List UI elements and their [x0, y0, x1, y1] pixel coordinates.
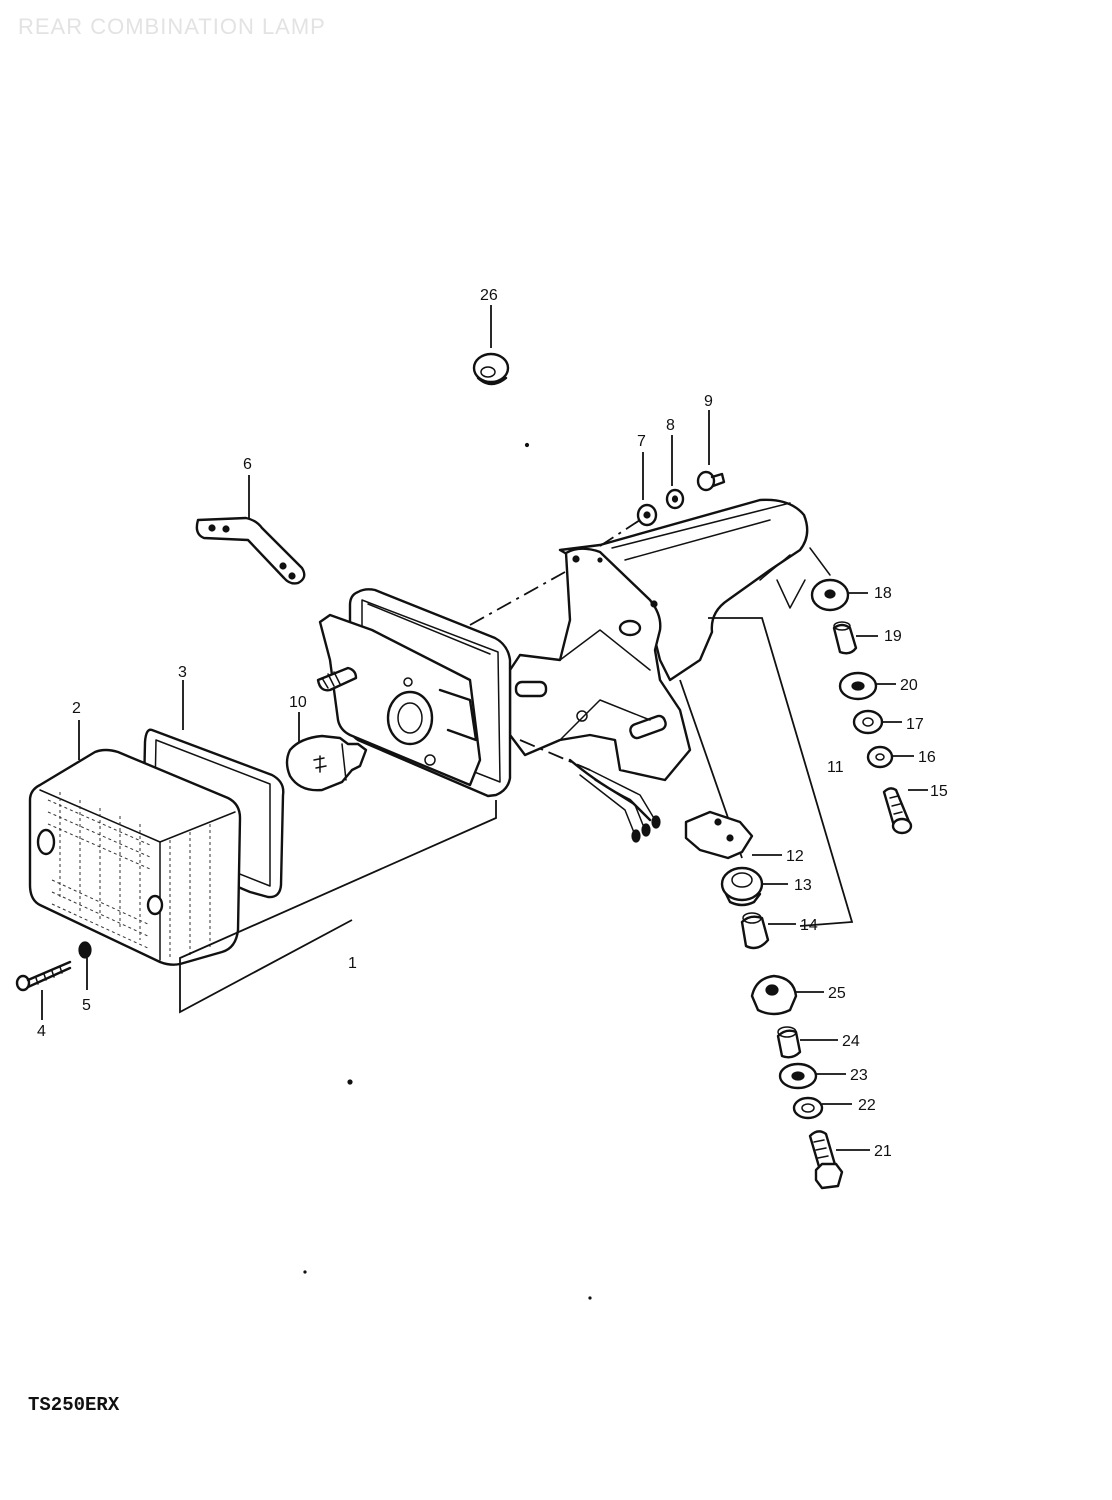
callout-18: 18	[874, 585, 892, 602]
callout-1: 1	[348, 955, 357, 972]
callout-7: 7	[637, 433, 646, 450]
callout-16: 16	[918, 749, 936, 766]
part-16-lock-washer	[866, 745, 914, 769]
scan-speck	[303, 1270, 307, 1274]
scan-speck	[524, 442, 530, 448]
callout-19: 19	[884, 628, 902, 645]
callout-13: 13	[794, 877, 812, 894]
part-24-collar	[776, 1026, 838, 1059]
callout-22: 22	[858, 1097, 876, 1114]
diagram-title: REAR COMBINATION LAMP	[18, 14, 326, 39]
callout-10: 10	[289, 694, 307, 711]
callout-25: 25	[828, 985, 846, 1002]
part-2-lens	[28, 720, 242, 966]
callout-5: 5	[82, 997, 91, 1014]
part-11-fender-bracket	[469, 498, 854, 927]
callout-12: 12	[786, 848, 804, 865]
model-code: TS250ERX	[28, 1394, 120, 1416]
callout-14: 14	[800, 917, 818, 934]
callout-24: 24	[842, 1033, 860, 1050]
part-13-grommet	[720, 866, 788, 907]
callout-2: 2	[72, 700, 81, 717]
part-15-bolt	[882, 787, 928, 835]
part-17-washer	[852, 709, 902, 735]
part-1-assembly-bracket	[179, 800, 497, 1014]
callout-20: 20	[900, 677, 918, 694]
part-9-screw	[696, 410, 726, 492]
part-21-bolt	[808, 1130, 870, 1190]
part-22-lock-washer	[792, 1096, 852, 1120]
callout-17: 17	[906, 716, 924, 733]
part-25-nut	[750, 974, 824, 1016]
callout-3: 3	[178, 664, 187, 681]
part-5-washer	[78, 941, 92, 990]
part-19-collar	[832, 621, 878, 655]
scan-speck	[347, 1079, 353, 1085]
callout-labels: 26 6 7 8 9 18 19 20 17 16 15 11 12 13 14…	[37, 287, 948, 1160]
callout-11: 11	[827, 759, 844, 776]
part-18-nut	[810, 578, 868, 612]
part-8-lock-washer	[665, 435, 685, 510]
part-4-screw	[15, 960, 72, 1020]
part-10-bulb	[285, 712, 368, 792]
part-14-collar	[740, 912, 796, 950]
part-23-washer	[778, 1062, 846, 1090]
callout-23: 23	[850, 1067, 868, 1084]
callout-8: 8	[666, 417, 675, 434]
part-6-bracket	[195, 475, 306, 585]
part-12-connector	[684, 810, 782, 860]
lamp-housing	[316, 588, 512, 798]
callout-4: 4	[37, 1023, 46, 1040]
callout-6: 6	[243, 456, 252, 473]
part-20-washer	[838, 671, 896, 701]
scan-speck	[588, 1296, 592, 1300]
callout-9: 9	[704, 393, 713, 410]
callout-21: 21	[874, 1143, 892, 1160]
callout-15: 15	[930, 783, 948, 800]
part-7-washer	[636, 452, 658, 527]
part-26-cap	[472, 305, 510, 386]
callout-26: 26	[480, 287, 498, 304]
